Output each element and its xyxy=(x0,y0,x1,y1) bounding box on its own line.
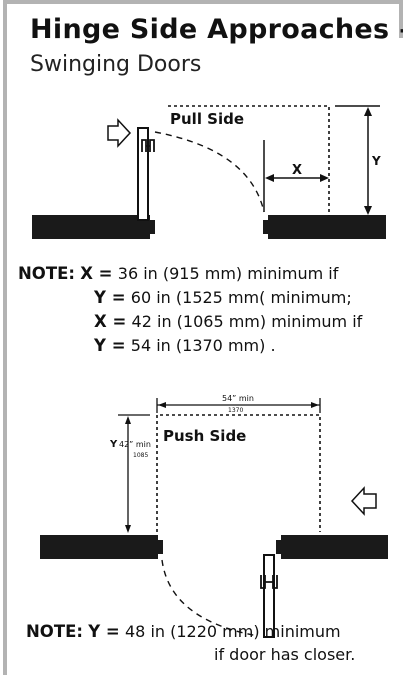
approach-arrow-right-icon xyxy=(107,118,132,148)
width-label: 54” min xyxy=(222,394,254,403)
note-top-key-1: X = xyxy=(80,264,113,283)
note-bottom-heading: NOTE: xyxy=(26,622,83,641)
y-arrow-up xyxy=(364,107,372,116)
note-top-text-1: 36 in (915 mm) minimum if xyxy=(117,264,339,283)
note-bottom-text-1: 48 in (1220 mm) minimum xyxy=(125,622,341,641)
x-arrow-left xyxy=(265,174,274,182)
depth-y-key: Y xyxy=(109,439,118,450)
wall-right-bottom-cap xyxy=(276,540,281,554)
door-swing-arc-top xyxy=(154,131,265,213)
depth-arrow-up xyxy=(125,416,131,424)
frame-top-border xyxy=(3,0,403,4)
note-top-heading: NOTE: xyxy=(18,264,75,283)
y-label: Y xyxy=(371,154,381,168)
wall-left-top xyxy=(32,215,150,239)
wall-right-top xyxy=(268,215,386,239)
note-top-key-3: X = xyxy=(94,312,127,331)
wall-left-bottom-cap xyxy=(158,540,163,554)
pull-side-label: Pull Side xyxy=(170,110,244,128)
width-mm-label: 1370 xyxy=(228,407,243,414)
page-title: Hinge Side Approaches – xyxy=(30,14,403,45)
width-arrow-right xyxy=(311,402,319,408)
door-leaf-bottom xyxy=(263,554,275,638)
clearance-boundary-top xyxy=(168,105,330,216)
depth-mm-label: 1085 xyxy=(133,452,148,459)
note-bottom-key: Y = xyxy=(88,622,120,641)
y-arrow-down xyxy=(364,206,372,215)
clearance-boundary-bottom xyxy=(156,414,321,532)
note-bottom-text-2: if door has closer. xyxy=(214,645,356,664)
depth-label: 42” min xyxy=(119,440,151,449)
note-top-line-2: Y = 60 in (1525 mm( minimum; xyxy=(94,288,352,307)
door-handle-bottom xyxy=(260,575,278,589)
x-label: X xyxy=(292,163,302,178)
note-top-key-2: Y = xyxy=(94,288,126,307)
page-subtitle: Swinging Doors xyxy=(30,52,202,77)
wall-left-bottom xyxy=(40,535,158,559)
wall-left-top-cap xyxy=(150,220,155,234)
note-top-text-2: 60 in (1525 mm( minimum; xyxy=(130,288,352,307)
note-bottom-line-2: if door has closer. xyxy=(214,645,355,664)
wall-right-top-cap xyxy=(263,220,268,234)
note-top-line-3: X = 42 in (1065 mm) minimum if xyxy=(94,312,362,331)
note-bottom-line-1: NOTE: Y = 48 in (1220 mm) minimum xyxy=(26,622,341,641)
door-swing-arc-bottom xyxy=(161,559,259,637)
note-top-line-1: NOTE: X = 36 in (915 mm) minimum if xyxy=(18,264,338,283)
approach-arrow-left-icon xyxy=(350,486,377,516)
note-top-line-4: Y = 54 in (1370 mm) . xyxy=(94,336,276,355)
note-top-text-4: 54 in (1370 mm) . xyxy=(130,336,276,355)
push-side-label: Push Side xyxy=(163,427,246,445)
depth-arrow-down xyxy=(125,525,131,533)
frame-right-border xyxy=(399,0,403,38)
frame-left-border xyxy=(3,0,7,675)
wall-right-bottom xyxy=(281,535,388,559)
note-top-text-3: 42 in (1065 mm) minimum if xyxy=(131,312,363,331)
door-handle-top xyxy=(141,139,155,152)
x-arrow-right xyxy=(320,174,329,182)
note-top-key-4: Y = xyxy=(94,336,126,355)
door-leaf-top xyxy=(137,127,149,221)
width-arrow-left xyxy=(158,402,166,408)
